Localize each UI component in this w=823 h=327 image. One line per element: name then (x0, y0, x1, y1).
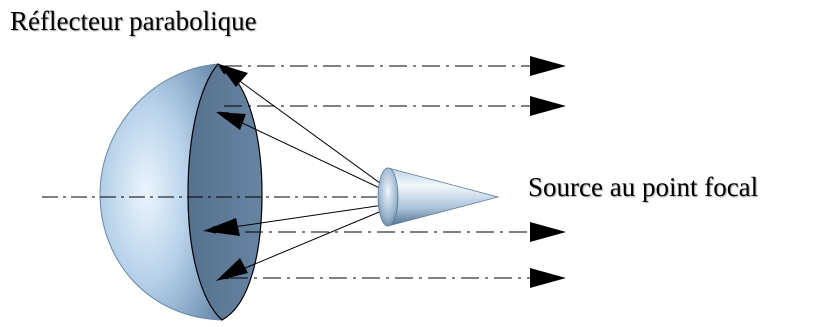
arrowhead-icon (216, 112, 246, 130)
incident-ray-1 (218, 65, 385, 187)
arrowhead-icon (530, 96, 566, 116)
source-label: Source au point focal (528, 172, 759, 202)
source-cone-icon (377, 167, 500, 227)
reflector-inner-face (187, 63, 263, 321)
arrowhead-icon (530, 56, 566, 76)
arrowhead-icon (203, 218, 240, 236)
cone-body (387, 167, 500, 227)
arrowhead-icon (530, 268, 566, 288)
reflector-label: Réflecteur parabolique (10, 6, 257, 36)
reflected-rays (212, 65, 540, 279)
arrowhead-icon (219, 64, 248, 87)
reflector-icon (99, 63, 263, 321)
arrowhead-icon (216, 258, 248, 281)
incident-ray-4 (218, 209, 385, 280)
incident-ray-2 (218, 111, 385, 191)
cone-base (377, 167, 399, 227)
arrowhead-icon (530, 222, 566, 242)
reflected-ray-arrowheads (530, 56, 566, 288)
reflector-hit-arrowheads (203, 64, 248, 281)
